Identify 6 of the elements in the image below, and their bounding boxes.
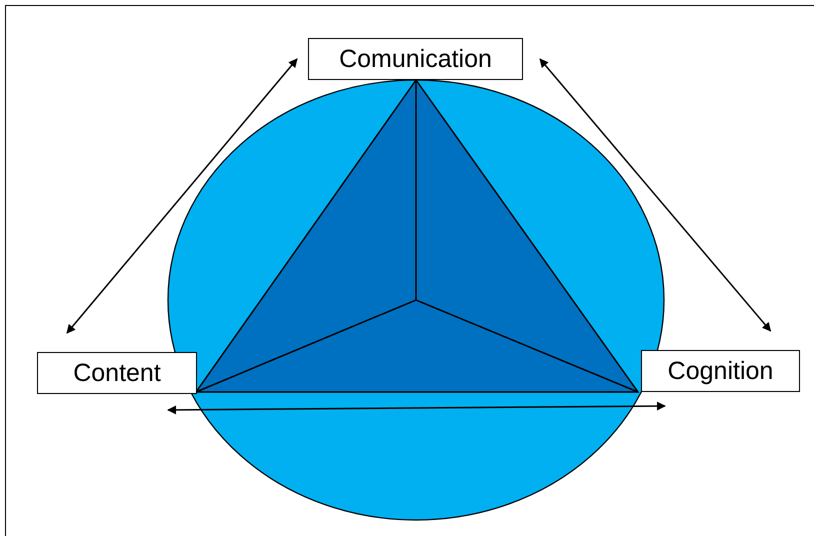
label-box: Cognition [641,350,800,392]
double-arrow [66,58,298,334]
double-arrow [539,58,772,332]
label-box: Comunication [308,38,523,80]
double-arrow [167,402,666,414]
label-box: Content [37,352,197,394]
